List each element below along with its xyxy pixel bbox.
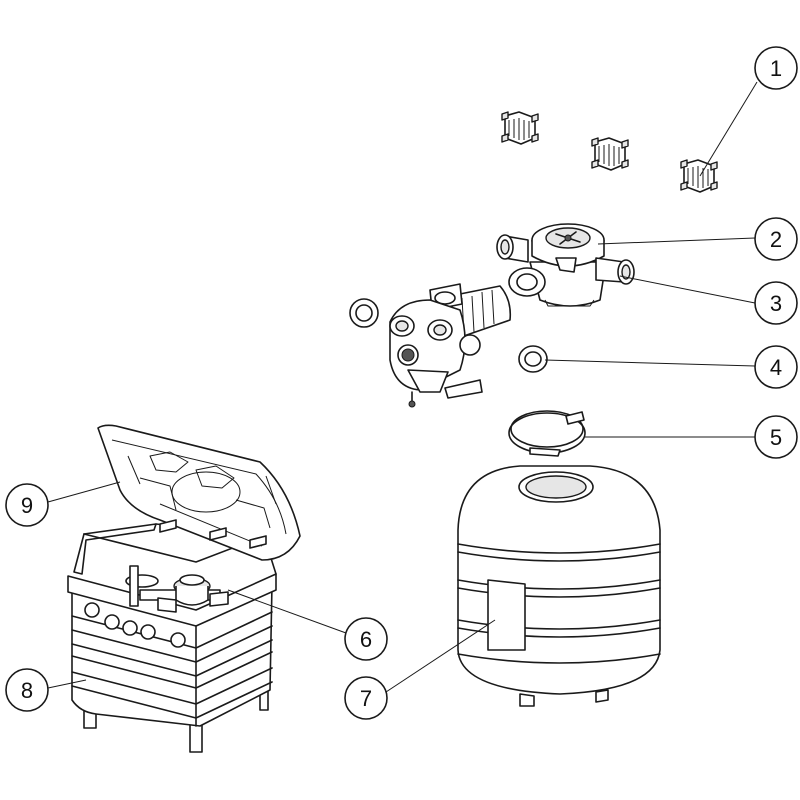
callout-8: 8	[5, 668, 49, 712]
callout-2: 2	[754, 217, 798, 261]
pump-union-left	[349, 298, 379, 328]
leader-9	[47, 481, 121, 503]
leader-2	[597, 237, 756, 245]
clip-b	[591, 137, 629, 171]
part-2-3-multiport-valve	[496, 223, 635, 307]
part-9-lid	[97, 424, 301, 561]
callout-3: 3	[754, 281, 798, 325]
callout-3-label: 3	[770, 291, 782, 316]
callouts: 1 2 3 4 5 6 7 8	[5, 46, 798, 720]
callout-1: 1	[754, 46, 798, 90]
callout-6: 6	[344, 617, 388, 661]
clip-c	[680, 159, 718, 193]
part-5-clamp-ring	[508, 410, 586, 457]
callout-4: 4	[754, 345, 798, 389]
leader-3	[619, 275, 756, 304]
leader-8	[47, 679, 87, 689]
clip-a	[501, 111, 539, 145]
leader-1	[699, 81, 758, 177]
callout-7-label: 7	[360, 686, 372, 711]
leader-lines	[47, 81, 758, 693]
part-8-housing-box	[67, 523, 277, 753]
callout-5: 5	[754, 415, 798, 459]
callout-1-label: 1	[770, 56, 782, 81]
leader-7	[385, 619, 496, 693]
callout-5-label: 5	[770, 425, 782, 450]
leader-6	[227, 589, 347, 634]
callout-7: 7	[344, 676, 388, 720]
pump-assembly	[349, 283, 512, 408]
leader-4	[544, 359, 756, 367]
callout-4-label: 4	[770, 355, 782, 380]
part-4-union	[518, 345, 548, 373]
callout-9: 9	[5, 483, 49, 527]
callout-9-label: 9	[21, 493, 33, 518]
callout-2-label: 2	[770, 227, 782, 252]
callout-8-label: 8	[21, 678, 33, 703]
callout-6-label: 6	[360, 627, 372, 652]
part-7-filter-tank	[457, 465, 661, 707]
part-1-clips	[501, 111, 718, 193]
